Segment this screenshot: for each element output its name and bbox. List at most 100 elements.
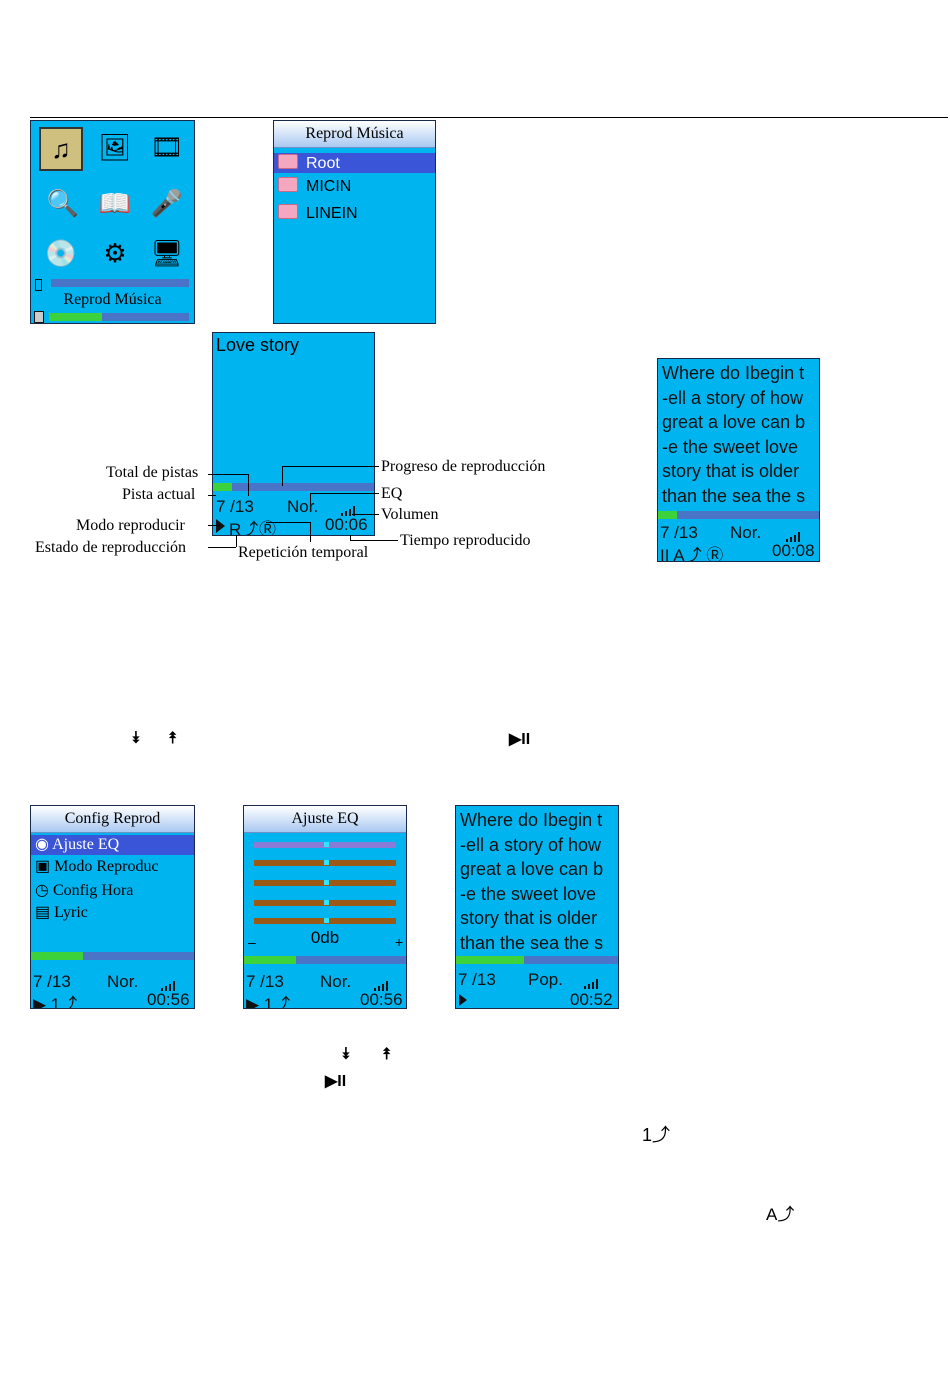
leader-line [352,514,379,515]
repeat-mode-icon: R⤴ [229,520,259,536]
folder-list-title: Reprod Música [274,121,435,148]
label-current-track: Pista actual [122,486,196,503]
menu-bar [51,279,189,287]
track-counter: 7 /13 [246,972,284,991]
eq-band[interactable] [254,842,396,848]
eq-mode: Nor. [320,972,352,991]
label-eq: EQ [381,485,403,502]
up-button-icon: ⯭ [382,1046,392,1063]
progress-bar [244,956,406,964]
computer-icon[interactable]: 🖥 [150,237,184,268]
battery-icon [35,279,42,291]
settings-icon[interactable]: ⚙ [103,237,127,268]
pause-state-icon: II A⤴ Ⓡ [660,546,724,562]
top-rule [30,117,948,118]
track-counter: 7 /13 [458,970,496,989]
label-total-tracks: Total de pistas [106,464,199,481]
leader-line [266,522,310,523]
track-counter: 7 /13 [33,972,71,991]
progress-bar [213,483,374,491]
radio-icon[interactable]: 💿 [44,237,78,268]
player-screen: Love story 7 /13 Nor. R⤴ Ⓡ 00:06 [212,332,375,536]
eq-band[interactable] [254,900,396,906]
eq-mode: Pop. [528,970,563,989]
down-button-icon: ⯯ [131,730,141,747]
folder-item-root[interactable]: Root [274,153,435,173]
leader-line [310,522,311,542]
leader-line [208,474,248,475]
menu-item-eq[interactable]: ◉ Ajuste EQ [31,835,194,855]
leader-line [350,535,351,541]
folder-icon [278,177,298,192]
book-icon[interactable]: 📖 [98,187,132,218]
label-temp-repeat: Repetición temporal [238,544,369,561]
menu-item-mode[interactable]: ▣ Modo Reproduc [35,858,159,875]
eq-mode: Nor. [730,523,762,542]
label-progress: Progreso de reproducción [381,458,546,475]
progress-bar [658,511,819,519]
main-menu-screen: ♫ 🖼 🎞 🔍 📖 🎤 💿 ⚙ 🖥 Reprod Música [30,120,195,324]
card-icon [34,311,44,323]
time-played: 00:52 [570,990,613,1009]
volume-icon [584,979,602,989]
song-title: Love story [216,335,300,355]
leader-line [310,493,379,494]
temp-repeat-icon: Ⓡ [259,520,276,536]
up-button-icon: ⯭ [168,730,178,747]
config-title: Config Reprod [31,806,194,833]
down-button-icon: ⯯ [341,1046,351,1063]
search-icon[interactable]: 🔍 [46,187,80,218]
play-state-icon [216,519,225,533]
music-icon[interactable]: ♫ [39,127,83,171]
track-counter: 7 /13 [660,523,698,542]
progress-bar [31,952,194,960]
play-mode-icon: ▶ 1⤴ [246,995,291,1009]
folder-item-micin[interactable]: MICIN [274,176,435,196]
label-time-played: Tiempo reproducido [400,532,531,549]
menu-item-lyric[interactable]: ▤ Lyric [35,904,88,921]
video-icon[interactable]: 🎞 [150,131,184,162]
config-menu-screen: Config Reprod ◉ Ajuste EQ ▣ Modo Reprodu… [30,805,195,1009]
leader-line [282,466,283,486]
leader-line [208,547,236,548]
progress-bar [456,956,618,964]
play-pause-button-icon: ▶II [509,731,531,748]
folder-icon [278,204,298,219]
label-volume: Volumen [381,506,439,523]
folder-item-linein[interactable]: LINEIN [274,203,435,223]
leader-line [248,474,249,496]
eq-mode: Nor. [287,497,319,516]
repeat-one-icon: 1⤴ [642,1125,671,1145]
eq-icon: ◉ [35,836,53,853]
photo-icon[interactable]: 🖼 [98,131,132,162]
time-played: 00:56 [360,990,403,1009]
storage-bar [49,313,189,321]
menu-caption: Reprod Música [63,291,162,308]
leader-line [208,495,216,496]
time-played: 00:08 [772,541,815,560]
leader-line [236,535,237,547]
repeat-all-icon: A⤴ [766,1205,795,1224]
menu-item-time[interactable]: ◷ Config Hora [35,882,134,899]
leader-line [282,466,379,467]
volume-icon [786,532,804,542]
label-play-mode: Modo reproducir [76,517,185,534]
time-played: 00:56 [147,990,190,1009]
clock-icon: ◷ [35,882,53,899]
play-mode-icon: ▶ 1⤴ [33,995,78,1009]
eq-band[interactable] [254,918,396,924]
eq-mode: Nor. [107,972,139,991]
eq-band[interactable] [254,860,396,866]
folder-list-screen: Reprod Música Root MICIN LINEIN [273,120,436,324]
volume-icon [374,981,392,991]
eq-band[interactable] [254,880,396,886]
play-state-icon [459,994,467,1006]
volume-icon [341,506,359,516]
folder-icon [278,154,298,169]
record-icon[interactable]: 🎤 [150,187,184,218]
eq-value: 0db [310,928,340,947]
eq-screen: Ajuste EQ – 0db + 7 /13 Nor. ▶ 1⤴ 00:56 [243,805,407,1009]
